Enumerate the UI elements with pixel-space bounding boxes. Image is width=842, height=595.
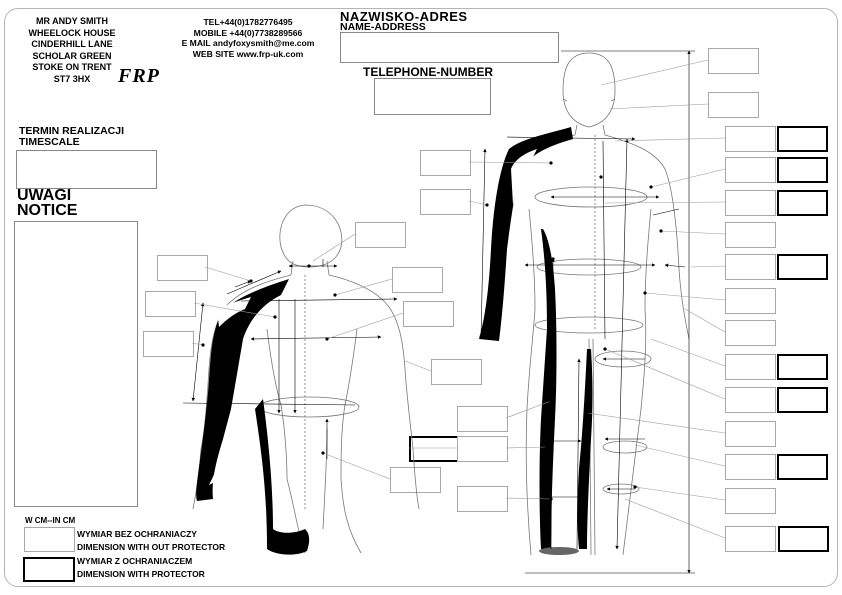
measure-box-elbow[interactable] <box>725 254 776 280</box>
measure-box-knee-left[interactable] <box>457 436 508 462</box>
measure-box-back-length[interactable] <box>143 331 194 357</box>
measure-box-hip[interactable] <box>725 387 776 413</box>
measure-box-ankle[interactable] <box>725 526 776 552</box>
measure-box-back-width[interactable] <box>403 301 454 327</box>
contact-phone: TEL+44(0)1782776495 <box>203 17 293 27</box>
legend-box-without-protector <box>24 527 75 552</box>
measure-box-neck[interactable] <box>725 126 776 152</box>
measure-box-knee-protector[interactable] <box>777 454 828 480</box>
front-measure-lines <box>479 50 695 574</box>
measure-box-thigh[interactable] <box>725 421 776 447</box>
leader-lines <box>191 59 726 539</box>
address-line: STOKE ON TRENT <box>32 62 112 72</box>
measure-box-shoulder[interactable] <box>725 157 776 183</box>
legend-without-protector: WYMIAR BEZ OCHRANIACZY DIMENSION WITH OU… <box>77 528 225 554</box>
measure-box-height[interactable] <box>708 48 759 74</box>
notice-field[interactable] <box>14 221 138 507</box>
timescale-field[interactable] <box>16 150 157 189</box>
measure-box-ankle-protector[interactable] <box>778 526 829 552</box>
measure-box-chest[interactable] <box>725 190 776 216</box>
front-figure <box>494 52 690 556</box>
back-measure-lines <box>182 259 398 459</box>
measure-box-bicep[interactable] <box>725 222 776 248</box>
timescale-label-en: TIMESCALE <box>19 136 80 148</box>
legend-without-pl: WYMIAR BEZ OCHRANIACZY <box>77 529 197 539</box>
measure-box-chest-protector[interactable] <box>777 190 828 216</box>
address-line: SCHOLAR GREEN <box>32 50 112 61</box>
measure-box-shoulder-width[interactable] <box>392 267 443 293</box>
name-address-label-en: NAME-ADDRESS <box>340 21 426 33</box>
measure-box-knee[interactable] <box>725 454 776 480</box>
legend-with-pl: WYMIAR Z OCHRANIACZEM <box>77 556 193 566</box>
measure-box-neck-back[interactable] <box>355 222 406 248</box>
contact-mobile: MOBILE +44(0)7738289566 <box>193 27 303 38</box>
measure-box-leg-length[interactable] <box>457 486 508 512</box>
address-line: CINDERHILL LANE <box>31 39 113 49</box>
address-line: ST7 3HX <box>53 73 91 84</box>
notice-label-pl: UWAGI <box>17 187 72 204</box>
measure-box-waist[interactable] <box>725 288 776 314</box>
name-address-field[interactable] <box>340 32 559 63</box>
measurement-sheet: MR ANDY SMITH WHEELOCK HOUSE CINDERHILL … <box>4 8 838 587</box>
measure-box-inseam[interactable] <box>457 406 508 432</box>
measure-box-hip-front-protector[interactable] <box>777 354 828 380</box>
measure-box-elbow-protector[interactable] <box>777 254 828 280</box>
measure-box-wrist[interactable] <box>725 354 776 380</box>
legend-with-protector: WYMIAR Z OCHRANIACZEM DIMENSION WITH PRO… <box>77 555 205 581</box>
back-sleeve-panel <box>196 279 310 555</box>
measure-box-neck-protector[interactable] <box>777 126 828 152</box>
maker-address: MR ANDY SMITH WHEELOCK HOUSE CINDERHILL … <box>13 16 131 85</box>
measure-box-forearm[interactable] <box>725 320 776 346</box>
measure-box-arm-length[interactable] <box>420 189 471 215</box>
measure-dots <box>201 161 663 501</box>
contact-website: WEB SITE www.frp-uk.com <box>192 48 304 59</box>
body-diagram <box>182 50 726 574</box>
measure-box-head[interactable] <box>708 92 759 118</box>
frp-logo: FRP <box>118 65 160 87</box>
measure-box-thigh-protector[interactable] <box>777 387 828 413</box>
address-line: MR ANDY SMITH <box>36 16 108 26</box>
telephone-field[interactable] <box>374 78 491 115</box>
measure-box-sleeve-back[interactable] <box>431 359 482 385</box>
telephone-label: TELEPHONE-NUMBER <box>363 65 494 79</box>
address-line: WHEELOCK HOUSE <box>28 27 116 38</box>
measure-box-chest-front[interactable] <box>420 150 471 176</box>
measure-box-upper-arm-back[interactable] <box>145 291 196 317</box>
contact-email: E MAIL andyfoxysmith@me.com <box>181 38 315 48</box>
name-address-label-pl: NAZWISKO-ADRES <box>340 9 468 24</box>
maker-contact: TEL+44(0)1782776495 MOBILE +44(0)7738289… <box>155 17 341 59</box>
measure-box-calf[interactable] <box>725 488 776 514</box>
legend-without-en: DIMENSION WITH OUT PROTECTOR <box>77 542 226 552</box>
measure-box-shoulder-protector[interactable] <box>777 157 828 183</box>
units-label: W CM--IN CM <box>25 516 76 525</box>
legend-with-en: DIMENSION WITH PROTECTOR <box>77 569 205 579</box>
notice-label-en: NOTICE <box>17 202 78 219</box>
timescale-label-pl: TERMIN REALIZACJI <box>19 125 124 137</box>
legend-box-with-protector <box>23 557 75 582</box>
front-panels <box>479 127 593 555</box>
